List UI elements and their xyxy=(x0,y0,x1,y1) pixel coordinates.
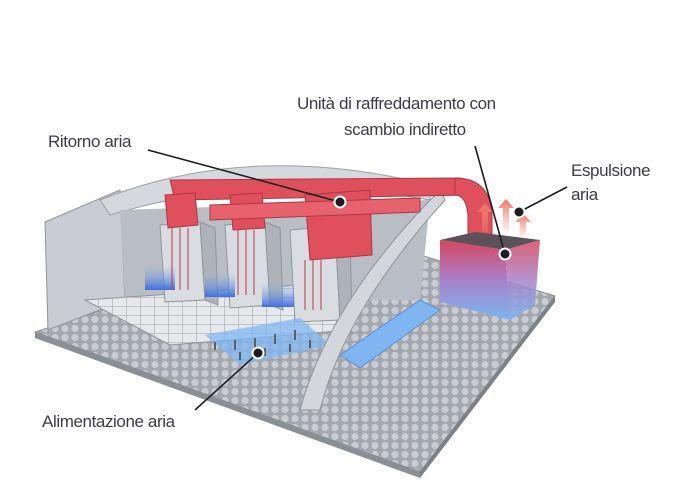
return-air-label: Ritorno aria xyxy=(48,132,132,151)
exhaust-arrows xyxy=(477,199,531,236)
exhaust-air-label-line2: aria xyxy=(571,185,598,204)
cooling-unit xyxy=(440,232,540,320)
supply-air-label: Alimentazione aria xyxy=(42,412,175,431)
cooling-unit-label-line2: scambio indiretto xyxy=(344,120,466,139)
exhaust-air-label: Espulsione xyxy=(571,161,651,180)
cooling-unit-label: Unità di raffreddamento con xyxy=(297,94,496,113)
supply-air-floor-grille xyxy=(205,318,330,365)
